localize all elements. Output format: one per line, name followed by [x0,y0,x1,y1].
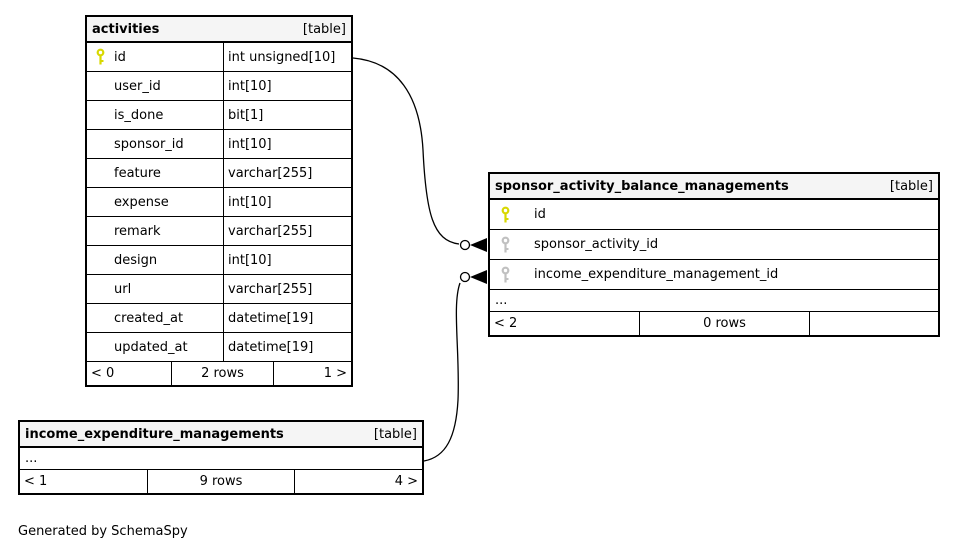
generated-by-note: Generated by SchemaSpy [18,524,188,539]
row-count: 2 rows [171,362,274,385]
related-out-count [810,312,938,335]
column-type: datetime[19] [228,310,314,326]
column-row: sponsor_activity_id [490,230,938,260]
more-columns-ellipsis: ... [20,448,422,470]
table-node-sponsor-activity-balance-managements[interactable]: sponsor_activity_balance_managements [tab… [488,172,940,337]
column-name: id [534,207,546,222]
column-type: varchar[255] [228,281,313,297]
row-count: 9 rows [147,470,295,493]
row-count: 0 rows [639,312,810,335]
column-type: int unsigned[10] [228,49,336,65]
column-type: int[10] [228,136,272,152]
column-name: income_expenditure_management_id [534,267,779,282]
table-type-badge: [table] [889,178,933,194]
table-header[interactable]: sponsor_activity_balance_managements [tab… [490,174,938,200]
relationship-activities-to-sponsor-activity-id [352,57,487,252]
related-in-count: < 2 [494,316,518,331]
related-in-count: < 1 [24,474,48,489]
foreign-key-icon [500,236,511,253]
related-out-count: 1 > [323,366,347,381]
table-name: activities [92,21,160,37]
related-in-count: < 0 [91,366,115,381]
foreign-key-icon [500,266,511,283]
column-name: id [87,43,224,71]
column-name: url [87,275,224,303]
primary-key-icon [95,48,106,66]
relationship-income-expenditure-to-management-id [423,270,487,462]
column-row: id [490,200,938,230]
crowfoot-arrow-icon [470,238,487,252]
table-type-badge: [table] [302,21,346,37]
relationship-curve [352,57,460,245]
cardinality-circle-icon [459,239,471,251]
related-out-count: 4 > [394,474,418,489]
cardinality-circle-icon [459,271,471,283]
more-columns-ellipsis: ... [490,290,938,312]
column-type: bit[1] [228,107,264,123]
column-name: updated_at [87,333,224,361]
column-type: varchar[255] [228,223,313,239]
table-name: income_expenditure_managements [25,426,284,442]
column-name: feature [87,159,224,187]
table-footer: < 0 2 rows 1 > [87,362,351,385]
table-footer: < 1 9 rows 4 > [20,470,422,493]
column-type: datetime[19] [228,339,314,355]
column-name: user_id [87,72,224,100]
column-type: int[10] [228,78,272,94]
column-name: remark [87,217,224,245]
table-type-badge: [table] [373,426,417,442]
column-name: sponsor_id [87,130,224,158]
table-header[interactable]: activities [table] [87,17,351,43]
column-type: int[10] [228,194,272,210]
column-name: sponsor_activity_id [534,237,659,252]
table-header[interactable]: income_expenditure_managements [table] [20,422,422,448]
column-name: is_done [87,101,224,129]
table-footer: < 2 0 rows [490,312,938,335]
column-type: int[10] [228,252,272,268]
column-type: varchar[255] [228,165,313,181]
column-name: design [87,246,224,274]
column-name: created_at [87,304,224,332]
column-name: expense [87,188,224,216]
column-row: income_expenditure_management_id [490,260,938,290]
relationship-curve [423,282,461,462]
table-node-income-expenditure-managements[interactable]: income_expenditure_managements [table]...… [18,420,424,495]
crowfoot-arrow-icon [470,270,487,284]
primary-key-icon [500,206,511,223]
table-name: sponsor_activity_balance_managements [495,178,789,194]
